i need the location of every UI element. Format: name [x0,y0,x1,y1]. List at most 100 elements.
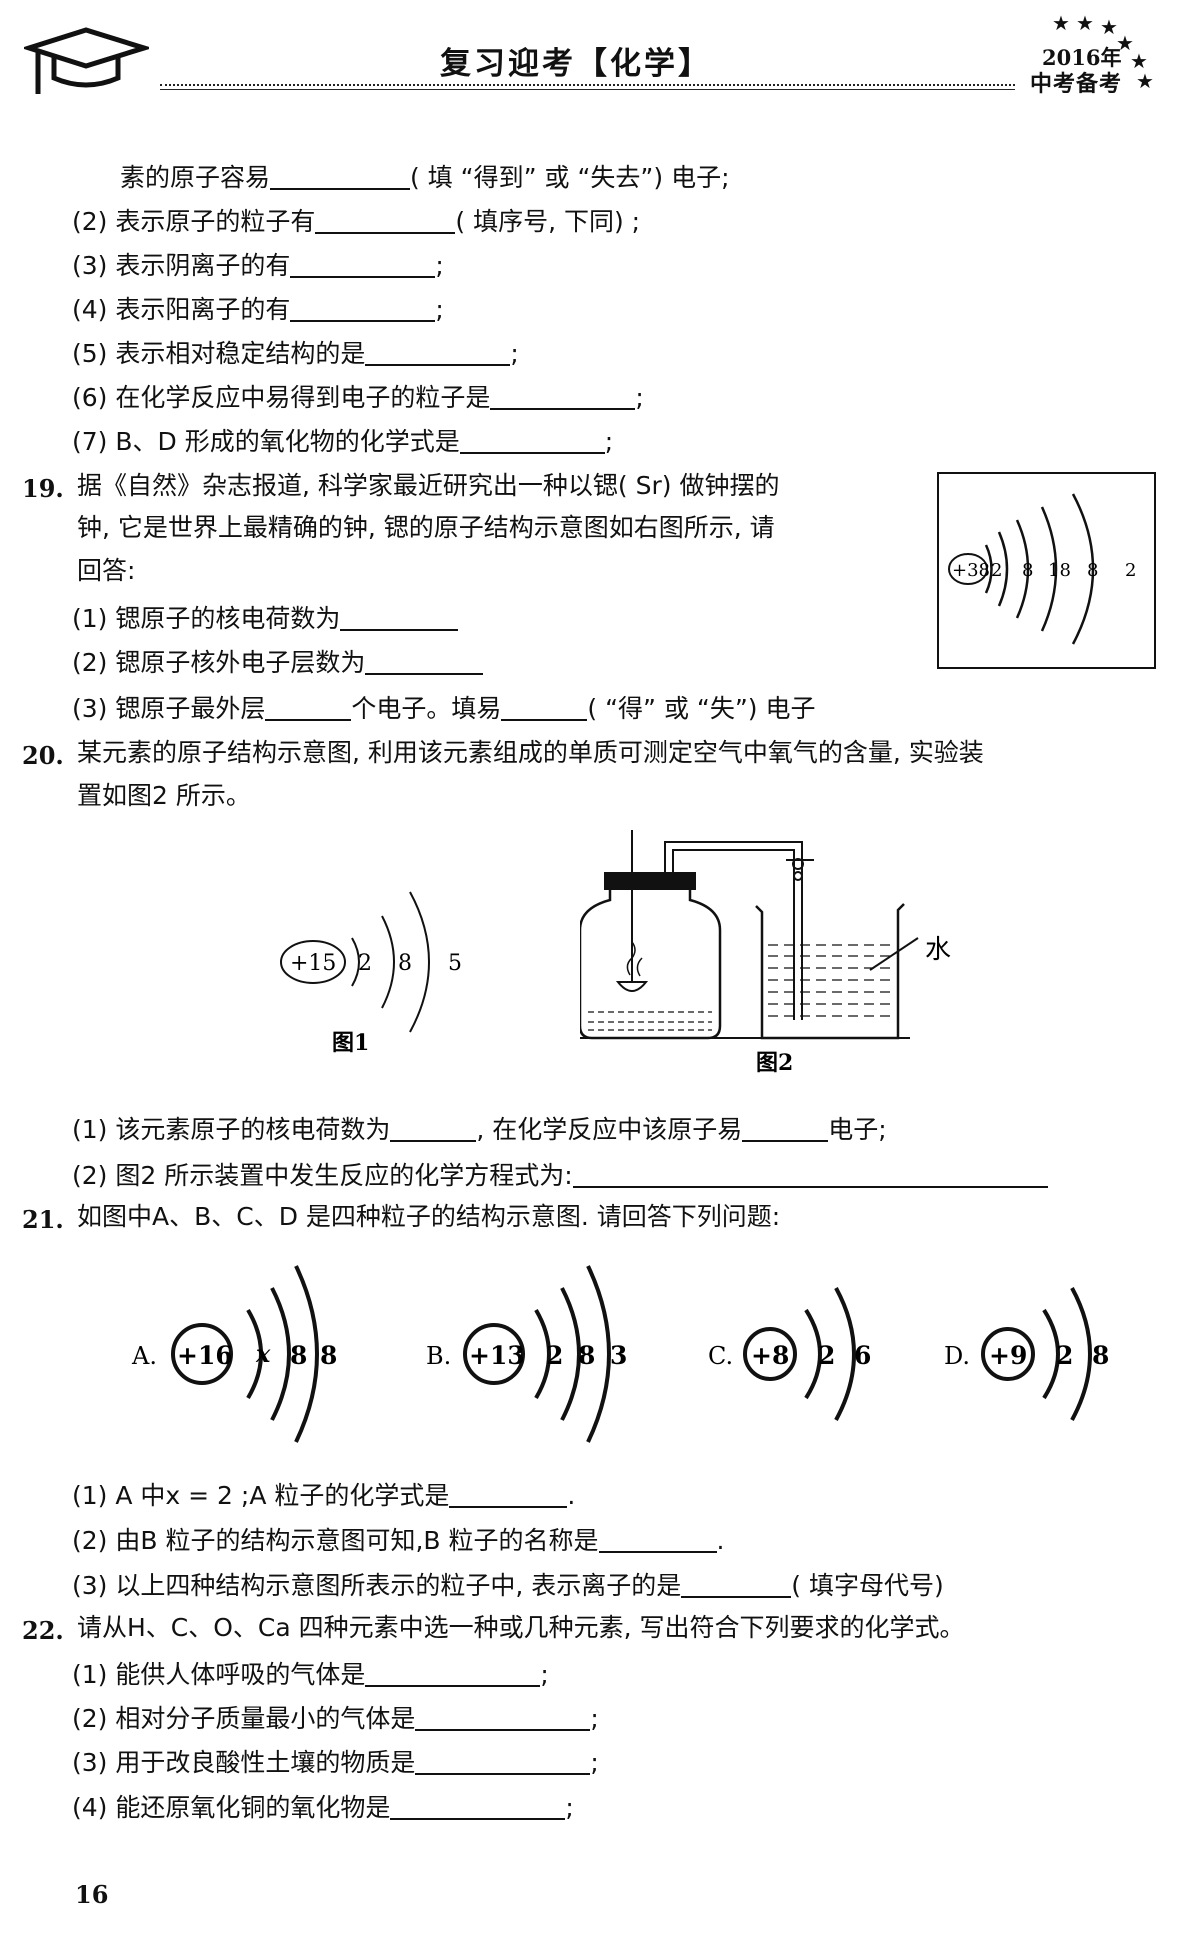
q19-text: (2) 锶原子核外电子层数为 [72,648,366,677]
answer-blank[interactable] [501,695,588,721]
rubber-stopper [604,872,696,890]
answer-blank[interactable] [390,1116,477,1142]
q18-text: ( 填 “得到” 或 “失去”) 电子; [410,163,730,192]
particle-label: B. [426,1342,451,1370]
q22-sub-2: (2) 相对分子质量最小的气体是; [72,1703,599,1735]
page-header: 复习迎考【化学】 ★★★ ★★★ 2016年 中考备考 [0,0,1190,110]
electron-shell-arc [1071,493,1095,645]
electron-shell-arc [534,1308,551,1400]
answer-blank[interactable] [742,1116,829,1142]
q18-sub-6: (6) 在化学反应中易得到电子的粒子是; [72,382,644,414]
question-number: 20. [22,741,64,770]
q21-text: ( 填字母代号) [791,1571,944,1600]
answer-blank[interactable] [340,605,459,631]
question-number: 21. [22,1205,64,1234]
graduation-cap-icon [24,27,149,94]
q18-text: (2) 表示原子的粒子有 [72,207,316,236]
nucleus-charge: +8 [751,1341,789,1370]
electron-shell-arc [997,531,1009,607]
answer-blank[interactable] [490,384,636,410]
answer-blank[interactable] [290,252,436,278]
electron-shell-arc [1040,506,1058,632]
answer-blank[interactable] [681,1572,792,1598]
delivery-tube [664,841,803,1020]
q19-stem-3: 回答: [77,556,136,585]
nucleus-circle [743,1327,797,1381]
q18-text: ( 填序号, 下同) ; [455,207,641,236]
q18-text: ; [510,339,519,368]
svg-text:★: ★ [1052,11,1070,35]
q18-text: (6) 在化学反应中易得到电子的粒子是 [72,383,491,412]
electron-shell-arc [294,1265,319,1443]
answer-blank[interactable] [365,340,511,366]
shell-electron-count: 2 [546,1341,563,1370]
badge-year: 2016年 [1042,45,1122,70]
q20-stem-1: 某元素的原子结构示意图, 利用该元素组成的单质可测定空气中氧气的含量, 实验装 [77,738,984,767]
q18-sub-2: (2) 表示原子的粒子有 ( 填序号, 下同) ; [72,206,640,238]
question-number: 19. [22,474,64,503]
nucleus-circle [171,1323,233,1385]
badge-subtitle: 中考备考 [1030,71,1123,97]
q22-text: (3) 用于改良酸性土壤的物质是 [72,1748,416,1777]
shell-electron-count: 2 [1125,560,1136,581]
shell-electron-count: 2 [358,951,372,976]
shell-electron-count: 18 [1048,560,1071,581]
answer-blank[interactable] [390,1794,566,1820]
q21-text: . [716,1526,725,1555]
nucleus-charge: +16 [177,1341,233,1370]
answer-blank[interactable] [365,649,484,675]
answer-blank[interactable] [459,428,605,454]
figure-caption: 图1 [332,1030,369,1055]
electron-shell-arc [834,1287,856,1421]
answer-blank[interactable] [415,1749,591,1775]
answer-blank[interactable] [572,1162,1048,1188]
electron-shell-arc [409,891,430,1033]
label-leader-line [869,937,919,971]
answer-blank[interactable] [290,296,436,322]
q22-text: (4) 能还原氧化铜的氧化物是 [72,1793,391,1822]
q20-sub-2: (2) 图2 所示装置中发生反应的化学方程式为: [72,1160,1048,1192]
combustion-spoon [615,981,649,992]
particle-structure-diagrams: A. +16 x 8 8 B. +13 2 8 3 C. +8 2 6 D. +… [131,1265,1109,1443]
shell-electron-count: 8 [1087,560,1098,581]
header-divider-solid [160,89,1015,90]
phosphorus-atom-diagram: +15 2 8 5 图1 [280,891,462,1055]
shell-electron-count: x [255,1339,271,1368]
electron-shell-arc [246,1308,263,1400]
answer-blank[interactable] [598,1527,717,1553]
q19-stem-2: 钟, 它是世界上最精确的钟, 锶的原子结构示意图如右图所示, 请 [77,513,775,542]
shell-electron-count: 8 [1092,1341,1109,1370]
q19-text: (3) 锶原子最外层 [72,694,266,723]
q18-text: 素的原子容易 [120,163,271,192]
shell-electron-count: 8 [320,1341,337,1370]
gas-bottle [580,886,722,1040]
q18-line-0: 素的原子容易 ( 填 “得到” 或 “失去”) 电子; [120,162,730,194]
nucleus-circle [463,1323,525,1385]
answer-blank[interactable] [415,1705,591,1731]
electron-shell-arc [381,915,395,1009]
figure-caption: 图2 [756,1050,793,1076]
electron-shell-arc [351,937,360,987]
answer-blank[interactable] [315,208,456,234]
electron-shell-arc [804,1308,822,1400]
shell-electron-count: 8 [398,951,412,976]
answer-blank[interactable] [365,1661,541,1687]
q18-text: ; [604,427,614,456]
water-label: 水 [925,935,951,965]
delivery-tube-inner [672,849,795,1020]
particle-a-diagram: A. +16 x 8 8 [131,1265,337,1443]
q19-text: ( “得” 或 “失”) 电子 [587,694,816,723]
answer-blank[interactable] [270,164,411,190]
shell-electron-count: 6 [854,1341,871,1370]
q22-text: ; [590,1748,599,1777]
beaker [755,903,905,1040]
electron-shell-arc [586,1265,611,1443]
shell-electron-count: 5 [448,951,462,976]
q21-sub-1: (1) A 中x = 2 ;A 粒子的化学式是. [72,1480,575,1512]
smoke-icon [626,941,636,976]
electron-shell-arc [1015,519,1030,619]
answer-blank[interactable] [265,695,352,721]
q18-sub-3: (3) 表示阴离子的有; [72,250,444,282]
answer-blank[interactable] [449,1482,568,1508]
nucleus-charge: +9 [989,1341,1027,1370]
